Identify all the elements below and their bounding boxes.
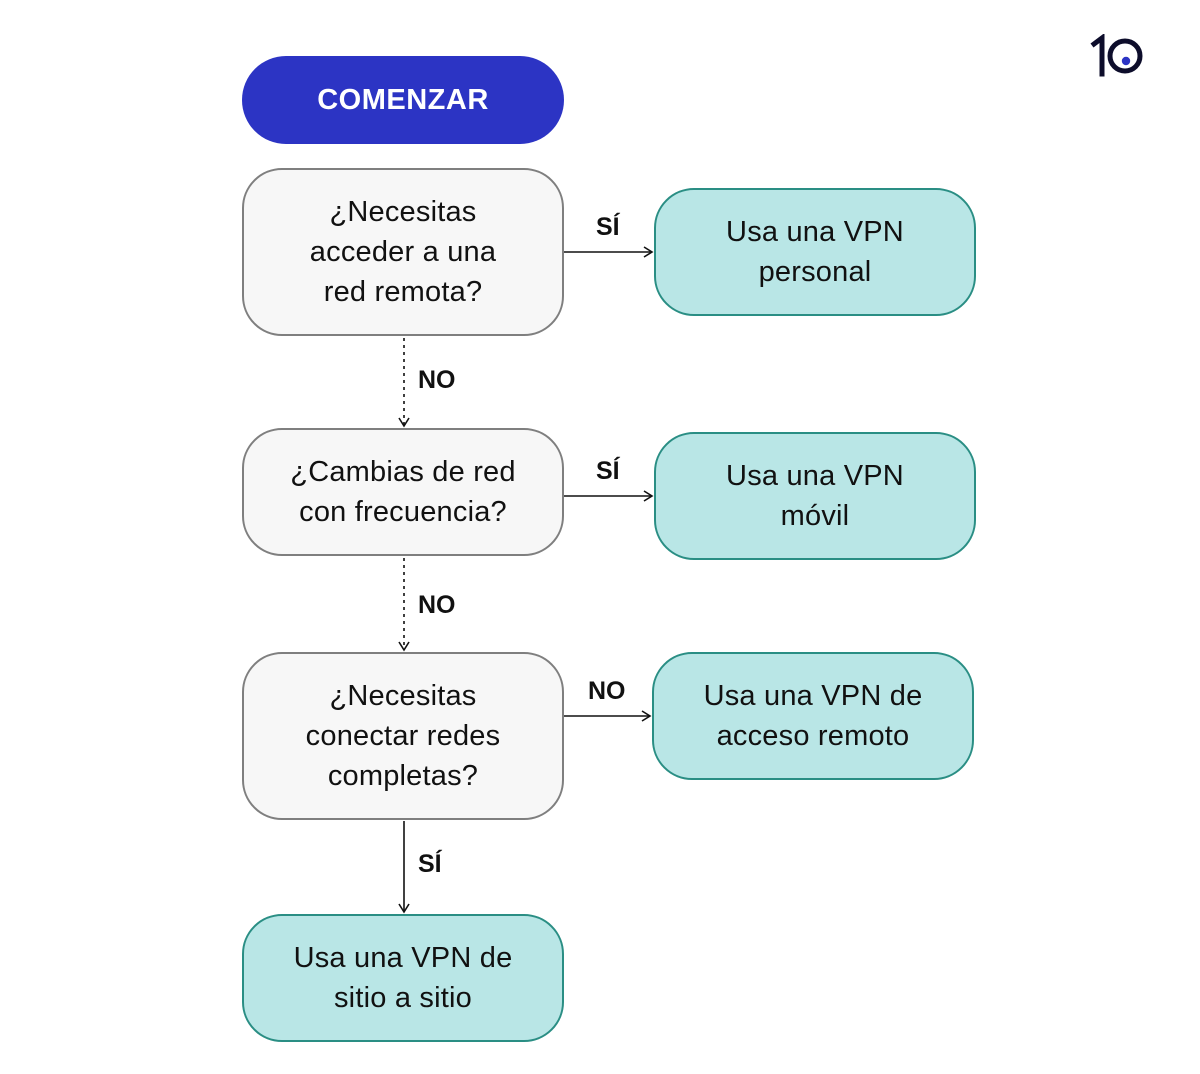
brand-logo-icon xyxy=(1090,34,1143,77)
edge-label-q2-no: NO xyxy=(418,591,456,619)
edge-label-q1-yes: SÍ xyxy=(596,213,620,241)
start-node: COMENZAR xyxy=(242,56,564,144)
result-personal-vpn: Usa una VPN personal xyxy=(654,188,976,316)
edge-label-q1-no: NO xyxy=(418,366,456,394)
question-change-network: ¿Cambias de red con frecuencia? xyxy=(242,428,564,556)
edge-label-q3-no: NO xyxy=(588,677,626,705)
edge-label-q2-yes: SÍ xyxy=(596,457,620,485)
result-mobile-vpn: Usa una VPN móvil xyxy=(654,432,976,560)
edge-label-q3-yes: SÍ xyxy=(418,850,442,878)
result-site-to-site-vpn: Usa una VPN de sitio a sitio xyxy=(242,914,564,1042)
question-remote-network: ¿Necesitas acceder a una red remota? xyxy=(242,168,564,336)
result-remote-access-vpn: Usa una VPN de acceso remoto xyxy=(652,652,974,780)
question-connect-networks: ¿Necesitas conectar redes completas? xyxy=(242,652,564,820)
